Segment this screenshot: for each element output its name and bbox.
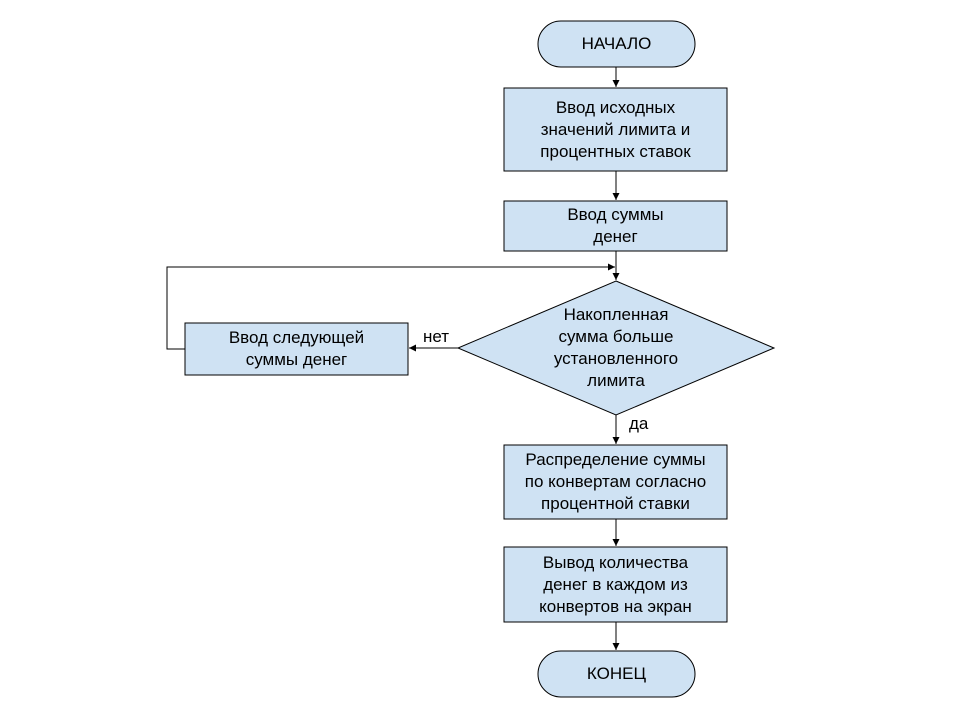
output-process-shape bbox=[503, 546, 728, 623]
output-label: Вывод количества денег в каждом из конве… bbox=[539, 552, 692, 616]
edge-label-no: нет bbox=[423, 327, 450, 346]
edge-label-yes: да bbox=[629, 414, 649, 433]
decision-label: Накопленная сумма больше установленного … bbox=[553, 305, 679, 390]
input-amount-process-shape bbox=[503, 200, 728, 252]
start-terminal-label: НАЧАЛО bbox=[581, 34, 652, 53]
input-limits-label: Ввод исходных значений лимита и процентн… bbox=[540, 97, 691, 161]
edge-input-next-loop-back bbox=[166, 263, 615, 350]
input-limits-process-shape bbox=[503, 87, 728, 172]
input-next-label: Ввод следующей суммы денег bbox=[228, 328, 365, 369]
distribute-label: Распределение суммы по конвертам согласн… bbox=[524, 450, 707, 513]
end-terminal-shape bbox=[537, 650, 696, 698]
end-terminal-label: КОНЕЦ bbox=[586, 664, 647, 683]
input-amount-label: Ввод суммы денег bbox=[567, 205, 664, 246]
